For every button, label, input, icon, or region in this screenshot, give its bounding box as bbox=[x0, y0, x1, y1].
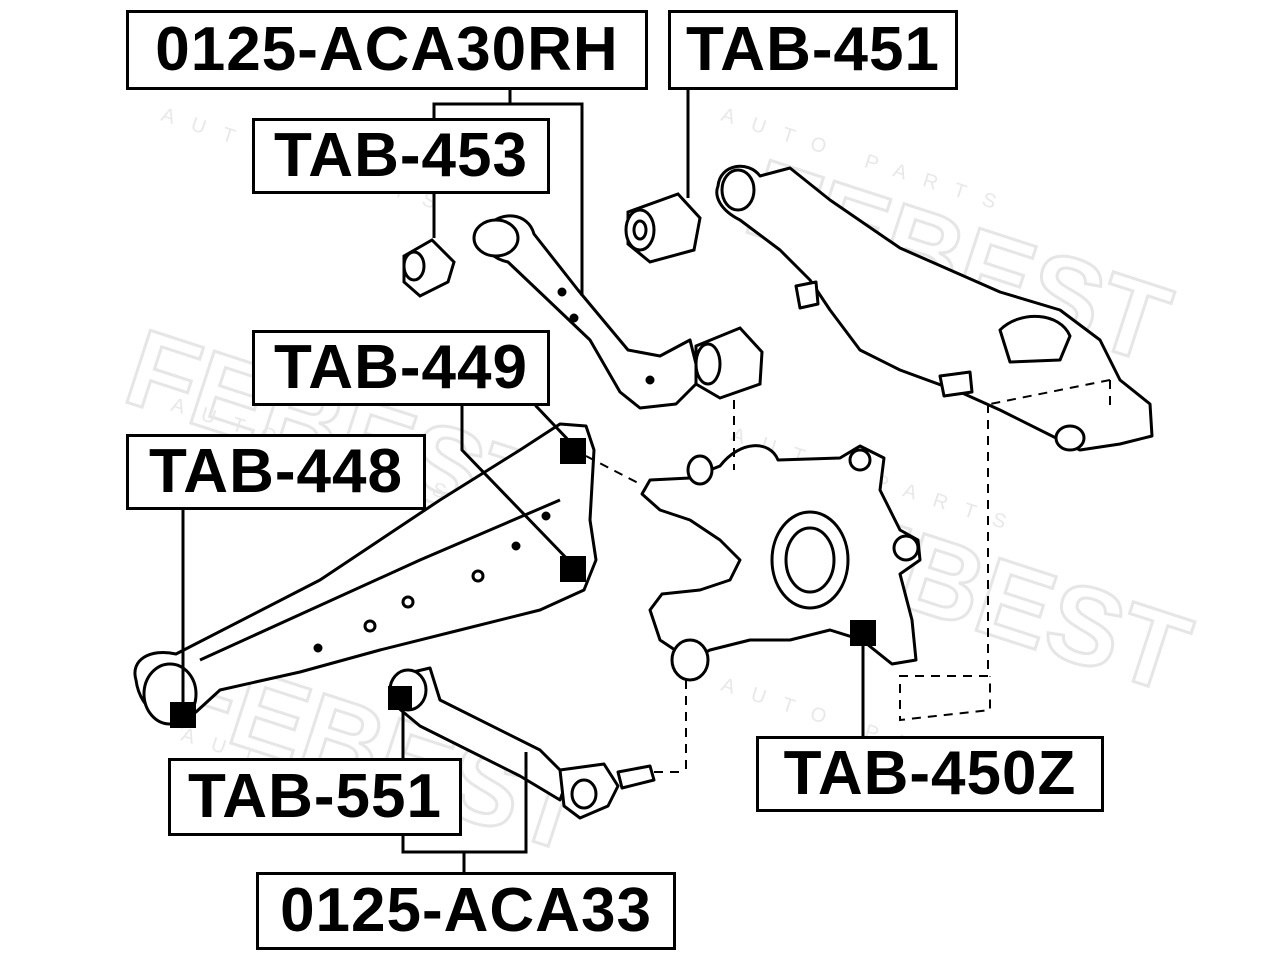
marker-tab450z bbox=[850, 620, 876, 646]
label-tab-451[interactable]: TAB-451 bbox=[668, 10, 958, 90]
marker-tab449-lower bbox=[560, 556, 586, 582]
label-tab-449[interactable]: TAB-449 bbox=[252, 330, 550, 406]
marker-tab551 bbox=[388, 686, 412, 710]
label-tab-453[interactable]: TAB-453 bbox=[252, 118, 550, 194]
knuckle bbox=[640, 444, 922, 682]
marker-tab449-upper bbox=[560, 438, 586, 464]
bushing-upper-arm-end bbox=[694, 326, 764, 400]
upper-arm-aca30rh[interactable] bbox=[472, 214, 702, 410]
bushing-tab453[interactable] bbox=[402, 238, 456, 298]
trailing-arm bbox=[715, 164, 1154, 452]
bushing-tab451[interactable] bbox=[624, 192, 702, 264]
label-tab-450z[interactable]: TAB-450Z bbox=[756, 736, 1104, 812]
label-0125-aca30rh[interactable]: 0125-ACA30RH bbox=[126, 10, 648, 90]
label-tab-551[interactable]: TAB-551 bbox=[168, 758, 462, 836]
label-0125-aca33[interactable]: 0125-ACA33 bbox=[256, 872, 676, 950]
bushing-markers bbox=[170, 438, 876, 728]
leader-lines bbox=[181, 88, 865, 872]
label-tab-448[interactable]: TAB-448 bbox=[126, 434, 426, 510]
dashed-assembly-lines bbox=[585, 379, 1111, 773]
